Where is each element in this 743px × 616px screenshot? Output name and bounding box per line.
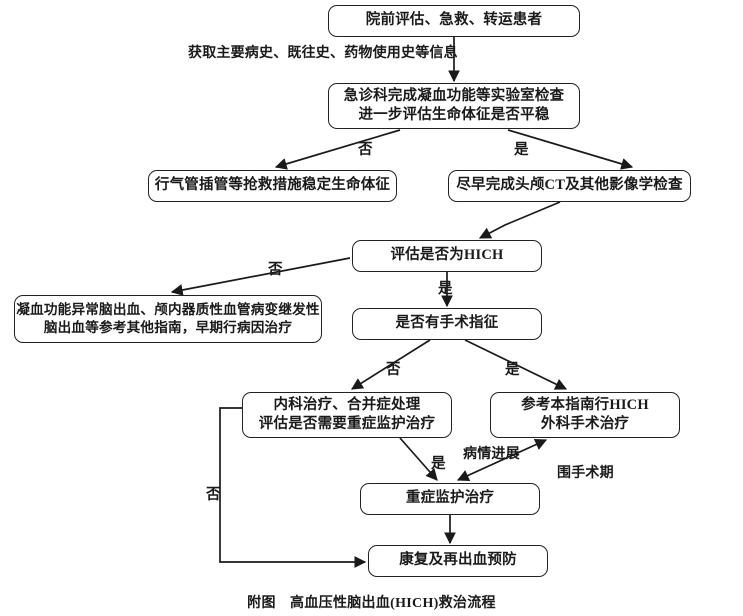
node-text-line1: 内科治疗、合并症处理 [273, 396, 421, 413]
node-emergency-lab-workup[interactable]: 急诊科完成凝血功能等实验室检查 进一步评估生命体征是否平稳 [328, 83, 580, 129]
edge-label-vitals-no: 否 [358, 142, 373, 158]
edge-label-history-info: 获取主要病史、既往史、药物使用史等信息 [188, 46, 458, 61]
node-medical-treatment[interactable]: 内科治疗、合并症处理 评估是否需要重症监护治疗 [242, 392, 452, 438]
node-text-line1: 参考本指南行HICH [521, 396, 649, 413]
edge-label-disease-progression: 病情进展 [463, 447, 520, 462]
edge-label-hich-yes: 是 [438, 281, 453, 297]
node-text-line1: 凝血功能异常脑出血、颅内器质性血管病变继发性 [16, 302, 320, 318]
node-text-line1: 急诊科完成凝血功能等实验室检查 [343, 87, 565, 104]
edge-label-icu-no: 否 [206, 487, 221, 503]
node-icu-care[interactable]: 重症监护治疗 [360, 483, 540, 515]
node-surgery-per-guideline[interactable]: 参考本指南行HICH 外科手术治疗 [490, 392, 680, 438]
node-rehab-rebleeding-prevention[interactable]: 康复及再出血预防 [368, 545, 548, 577]
node-text-line2: 评估是否需要重症监护治疗 [258, 416, 436, 432]
edge-label-vitals-yes: 是 [514, 142, 529, 158]
node-text-line2: 进一步评估生命体征是否平稳 [358, 107, 550, 123]
edge-lab-to-intubation [274, 129, 401, 170]
node-text: 是否有手术指征 [395, 315, 499, 332]
node-intubation-resuscitation[interactable]: 行气管插管等抢救措施稳定生命体征 [148, 170, 397, 202]
node-other-guidelines-etiologic-treatment[interactable]: 凝血功能异常脑出血、颅内器质性血管病变继发性 脑出血等参考其他指南，早期行病因治… [14, 295, 322, 343]
node-text-line2: 脑出血等参考其他指南，早期行病因治疗 [43, 320, 293, 335]
edge-label-surgery-yes: 是 [505, 362, 520, 378]
node-text: 康复及再出血预防 [399, 552, 517, 569]
edge-ct-to-assess [478, 201, 561, 239]
node-prehospital-assessment[interactable]: 院前评估、急救、转运患者 [328, 5, 580, 37]
figure-caption: 附图 高血压性脑出血(HICH)救治流程 [247, 596, 496, 611]
node-text-line2: 外科手术治疗 [540, 416, 630, 432]
edge-label-perioperative: 围手术期 [557, 466, 614, 481]
edge-assess-to-other [170, 257, 351, 296]
edge-label-surgery-no: 否 [386, 362, 401, 378]
node-text: 院前评估、急救、转运患者 [365, 12, 543, 29]
node-surgical-indication[interactable]: 是否有手术指征 [352, 308, 542, 340]
node-assess-hich[interactable]: 评估是否为HICH [352, 240, 542, 272]
node-head-ct-imaging[interactable]: 尽早完成头颅CT及其他影像学检查 [448, 170, 691, 202]
node-text: 行气管插管等抢救措施稳定生命体征 [154, 177, 391, 194]
node-text: 重症监护治疗 [405, 490, 495, 507]
edge-label-icu-yes: 是 [431, 456, 446, 472]
edge-label-hich-no: 否 [268, 262, 283, 278]
node-text: 尽早完成头颅CT及其他影像学检查 [456, 177, 683, 194]
node-text: 评估是否为HICH [390, 247, 504, 264]
